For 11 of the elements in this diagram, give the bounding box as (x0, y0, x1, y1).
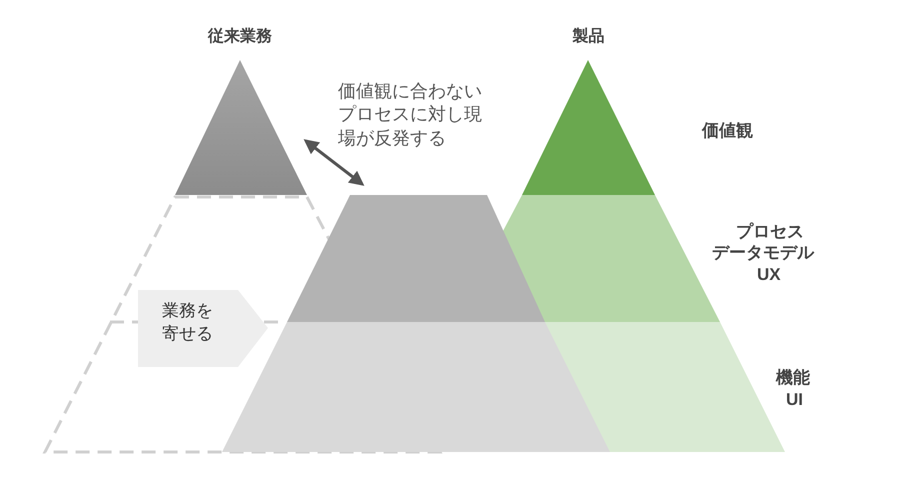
layer-label: UI (786, 389, 803, 410)
double-arrow (304, 139, 364, 186)
layer-label: 機能 (776, 367, 810, 388)
chevron-label: 業務を寄せる (162, 300, 214, 345)
heading-text: 製品 (572, 26, 606, 47)
layer-label: 価値観 (702, 120, 753, 142)
heading-text: 従来業務 (206, 26, 273, 47)
layer-label: プロセス (736, 221, 804, 242)
annotation-text: 価値観に合わないプロセスに対し現場が反発する (338, 80, 483, 150)
layer-label: UX (757, 264, 781, 286)
layer-label: データモデル (712, 242, 814, 264)
